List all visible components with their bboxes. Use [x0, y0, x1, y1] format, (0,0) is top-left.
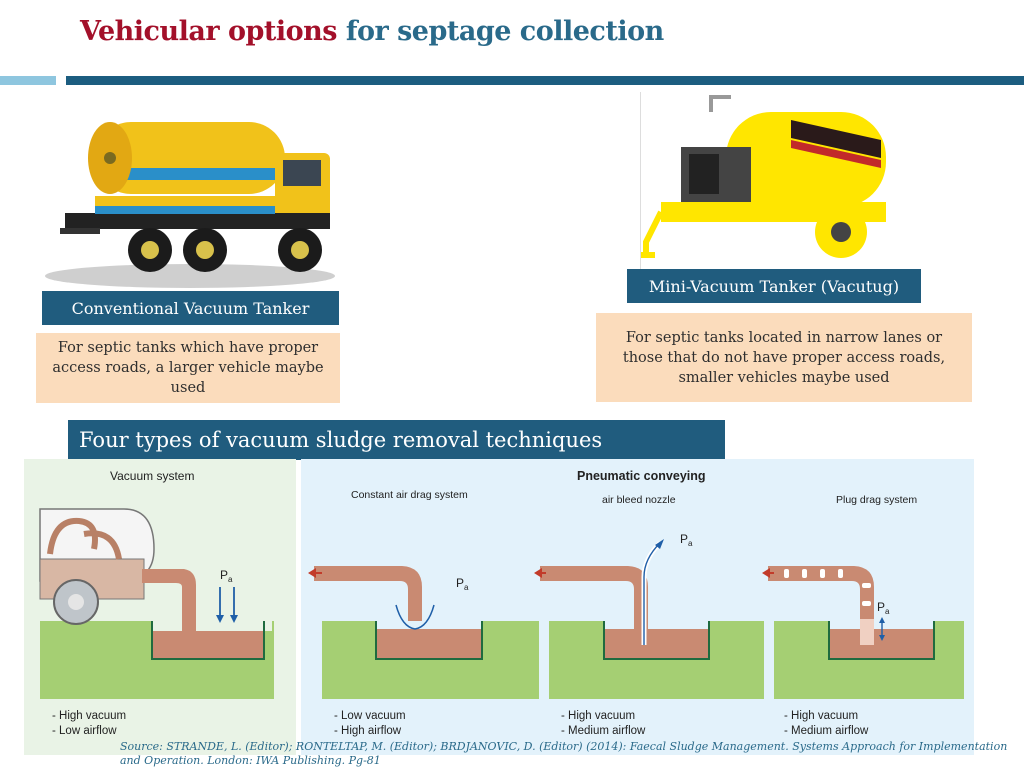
plug-pa-label: Pa — [877, 600, 890, 616]
vacuum-system-note-1: - High vacuum — [52, 710, 126, 722]
section-title: Four types of vacuum sludge removal tech… — [68, 420, 725, 460]
conventional-tanker-description: For septic tanks which have proper acces… — [36, 333, 340, 403]
constant-air-drag-heading: Constant air drag system — [351, 489, 468, 501]
air-bleed-nozzle-heading: air bleed nozzle — [602, 494, 676, 506]
pneumatic-conveying-heading: Pneumatic conveying — [577, 469, 706, 483]
constant-pa-label: Pa — [456, 576, 469, 592]
conventional-tanker-label: Conventional Vacuum Tanker — [42, 291, 339, 325]
mini-tanker-description: For septic tanks located in narrow lanes… — [596, 313, 972, 402]
plug-note-1: - High vacuum — [784, 710, 858, 722]
slide-title: Vehicular options for septage collection — [80, 16, 664, 47]
vacuum-system-pa-label: Pa — [220, 568, 233, 584]
constant-note-1: - Low vacuum — [334, 710, 406, 722]
title-part-1: Vehicular options — [80, 16, 337, 47]
constant-note-2: - High airflow — [334, 725, 402, 737]
vacuum-system-illustration: Pa — [39, 508, 274, 699]
bleed-note-1: - High vacuum — [561, 710, 635, 722]
mini-vacuum-tanker-photo — [640, 92, 891, 270]
constant-air-drag-illustration: Pa — [308, 566, 539, 699]
vacuum-system-note-2: - Low airflow — [52, 725, 117, 737]
plug-drag-heading: Plug drag system — [836, 494, 917, 506]
air-bleed-nozzle-illustration: Pa — [534, 532, 764, 699]
vacuum-techniques-diagram: Vacuum system Pneumatic conveying Consta… — [24, 459, 974, 755]
mini-tanker-label: Mini-Vacuum Tanker (Vacutug) — [627, 269, 921, 303]
title-part-2: for septage collection — [345, 16, 664, 47]
title-rule-accent — [0, 76, 56, 85]
plug-drag-illustration: Pa — [762, 566, 964, 699]
vacuum-system-heading: Vacuum system — [110, 469, 194, 483]
plug-note-2: - Medium airflow — [784, 725, 869, 737]
bleed-note-2: - Medium airflow — [561, 725, 646, 737]
conventional-vacuum-tanker-photo — [40, 108, 340, 288]
title-rule — [66, 76, 1024, 85]
source-citation: Source: STRANDE, L. (Editor); RONTELTAP,… — [120, 740, 1008, 767]
bleed-pa-label: Pa — [680, 532, 693, 548]
